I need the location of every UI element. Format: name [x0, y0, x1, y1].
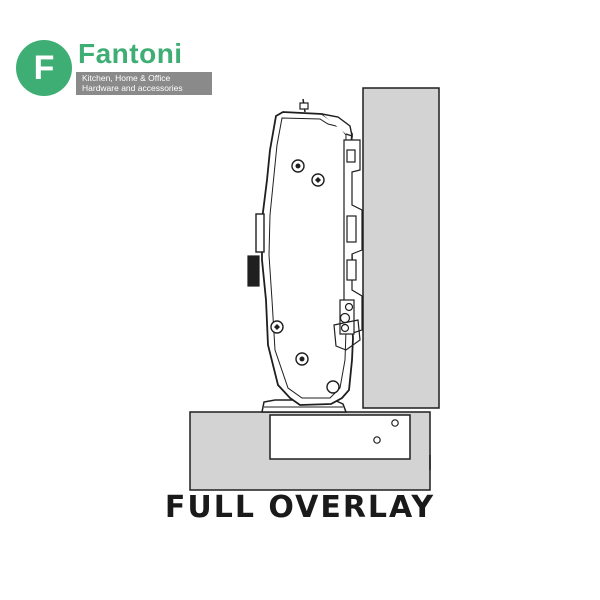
fantoni-logo: F Fantoni — [16, 38, 216, 98]
logo-badge: F — [16, 40, 72, 96]
door-panel — [362, 87, 440, 409]
arm-screw-1 — [291, 159, 305, 173]
hinge-cup — [269, 414, 411, 460]
side-tab-lower — [247, 255, 260, 287]
logo-wordmark: Fantoni — [78, 38, 183, 69]
diagram-caption: FULL OVERLAY — [164, 490, 436, 525]
logo-tagline: Kitchen, Home & Office Hardware and acce… — [76, 72, 212, 95]
logo-letter: F — [33, 48, 55, 87]
arm-screw-4 — [295, 352, 309, 366]
top-adjust-screw — [299, 98, 309, 113]
logo-tagline-line1: Kitchen, Home & Office — [82, 73, 171, 83]
pivot-hole — [326, 380, 340, 394]
hinge-mechanism — [333, 139, 363, 351]
arm-screw-2 — [311, 173, 325, 187]
logo-tagline-line2: Hardware and accessories — [82, 83, 183, 93]
cup-hole-bottom — [373, 436, 381, 444]
side-tab-upper — [255, 213, 265, 253]
arm-screw-3 — [270, 320, 284, 334]
cup-hole-top — [391, 419, 399, 427]
